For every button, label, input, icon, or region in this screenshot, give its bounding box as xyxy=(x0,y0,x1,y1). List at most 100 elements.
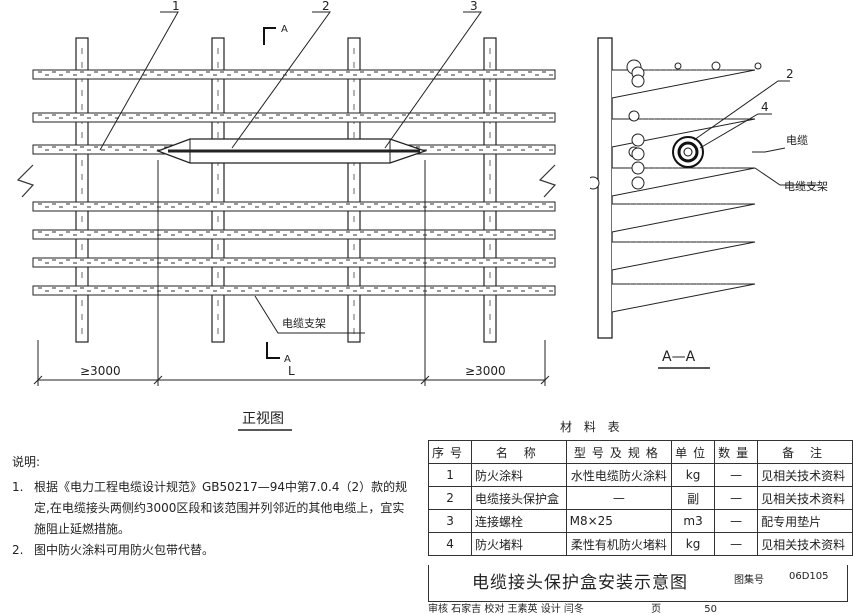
cable-joint-section xyxy=(672,136,704,168)
table-cell: 3 xyxy=(427,509,473,533)
callout-2: 2 xyxy=(322,0,330,13)
table-header: 序号 xyxy=(427,440,473,464)
cable-circle xyxy=(631,161,645,175)
table-cell: kg xyxy=(671,532,716,556)
cable-circle xyxy=(631,147,645,161)
table-cell: — xyxy=(714,463,759,487)
table-cell: 副 xyxy=(671,486,716,510)
table-header: 备 注 xyxy=(757,440,853,464)
section-mark-bottom-letter: A xyxy=(284,354,291,365)
dimension-line xyxy=(33,160,550,386)
table-cell: M8×25 xyxy=(565,509,673,533)
support-arm xyxy=(611,118,756,148)
arm-outline xyxy=(611,118,756,148)
section-wall xyxy=(597,37,613,339)
aa-caption: A—A xyxy=(662,349,696,365)
dim-middle: L xyxy=(288,364,295,378)
cable-tray xyxy=(32,257,556,268)
drawing-title: 电缆接头保护盒安装示意图 xyxy=(472,573,688,593)
dim-right: ≥3000 xyxy=(465,364,506,378)
cable-circle xyxy=(674,62,682,70)
table-row: 3 连接螺栓 M8×25 m3 — 配专用垫片 xyxy=(427,509,853,533)
table-cell: 见相关技术资料 xyxy=(757,486,853,510)
table-cell: 柔性有机防火堵料 xyxy=(565,532,673,556)
note-item: 1. 根据《电力工程电缆设计规范》GB50217—94中第7.0.4（2）款的规… xyxy=(12,477,412,540)
section-mark-top xyxy=(263,27,276,45)
cable-circle xyxy=(711,61,721,71)
section-mark-top-letter: A xyxy=(281,24,288,35)
cable-tray xyxy=(32,285,556,296)
arm-outline xyxy=(611,241,756,271)
table-header: 名 称 xyxy=(471,440,567,464)
tray-body xyxy=(32,285,556,296)
table-row: 1 防火涂料 水性电缆防火涂料 kg — 见相关技术资料 xyxy=(427,463,853,487)
table-cell: 配专用垫片 xyxy=(757,509,853,533)
tray-label-leader xyxy=(254,295,365,334)
table-header: 单位 xyxy=(671,440,716,464)
joint-protection-box xyxy=(156,138,428,164)
table-cell: 见相关技术资料 xyxy=(757,463,853,487)
front-view-caption: 正视图 xyxy=(242,411,284,427)
note-text: 图中防火涂料可用防火包带代替。 xyxy=(34,543,215,557)
break-mark-left xyxy=(16,164,35,198)
note-number: 2. xyxy=(12,543,24,557)
materials-title: 材 料 表 xyxy=(560,420,624,434)
cable-circle xyxy=(628,110,640,122)
cable-tray xyxy=(32,201,556,212)
section-view-drawing: 2 4 电缆 电缆支架 A—A xyxy=(590,37,828,369)
support-arm xyxy=(611,241,756,271)
support-arm xyxy=(611,283,756,313)
atlas-number: 06D105 xyxy=(789,571,829,582)
vertical-support-column xyxy=(75,37,89,343)
table-row: 2 电缆接头保护盒 — 副 — 见相关技术资料 xyxy=(427,486,853,510)
cable-trays xyxy=(32,69,556,296)
vertical-support-column xyxy=(211,37,225,343)
table-cell: — xyxy=(714,532,759,556)
title-block: 电缆接头保护盒安装示意图 图集号 06D105 xyxy=(428,565,848,602)
cable-circle xyxy=(631,176,645,190)
cable-tray xyxy=(32,229,556,240)
support-arm xyxy=(611,69,756,99)
table-cell: m3 xyxy=(671,509,716,533)
table-cell: 水性电缆防火涂料 xyxy=(565,463,673,487)
note-text: 根据《电力工程电缆设计规范》GB50217—94中第7.0.4（2）款的规定,在… xyxy=(34,480,408,536)
cable-circle xyxy=(754,62,762,70)
vertical-supports xyxy=(75,37,497,343)
table-header: 型号及规格 xyxy=(565,440,673,464)
support-arms xyxy=(590,59,762,313)
table-cell: 见相关技术资料 xyxy=(757,532,853,556)
cable-circle xyxy=(631,74,645,88)
callout-leaders-aa xyxy=(693,80,820,186)
note-number: 1. xyxy=(12,480,24,494)
section-mark-bottom xyxy=(266,342,280,359)
cable-tray xyxy=(32,69,556,80)
table-cell: kg xyxy=(671,463,716,487)
cable-tray xyxy=(32,112,556,123)
callout-3: 3 xyxy=(470,0,478,13)
dim-left: ≥3000 xyxy=(80,364,121,378)
notes-title: 说明: xyxy=(12,455,41,469)
page-number: 50 xyxy=(704,604,718,615)
callout-leaders xyxy=(99,11,482,151)
front-view-drawing: 1 2 3 A A 电缆支架 ≥3000 L ≥3000 正视图 xyxy=(16,0,557,431)
atlas-label: 图集号 xyxy=(734,575,764,586)
signature-names: 审核 石家吉 校对 王素英 设计 闫冬 xyxy=(428,604,584,615)
note-item: 2. 图中防火涂料可用防火包带代替。 xyxy=(12,540,412,561)
tray-label: 电缆支架 xyxy=(282,317,326,330)
table-cell: 电缆接头保护盒 xyxy=(471,486,567,510)
table-cell: — xyxy=(565,486,673,510)
callout-1: 1 xyxy=(172,0,180,13)
arm-outline xyxy=(611,69,756,99)
table-cell: 连接螺栓 xyxy=(471,509,567,533)
arm-outline xyxy=(611,203,756,233)
table-cell: 防火涂料 xyxy=(471,463,567,487)
arm-outline xyxy=(611,283,756,313)
materials-table: 序号 名 称 型号及规格 单位 数量 备 注 1 防火涂料 水性电缆防火涂料 k… xyxy=(427,440,853,556)
table-cell: 4 xyxy=(427,532,473,556)
support-arm xyxy=(611,203,756,233)
table-cell: — xyxy=(714,486,759,510)
tray-body xyxy=(32,257,556,268)
tray-body xyxy=(32,201,556,212)
cable-circle xyxy=(590,176,600,190)
tray-body xyxy=(32,229,556,240)
